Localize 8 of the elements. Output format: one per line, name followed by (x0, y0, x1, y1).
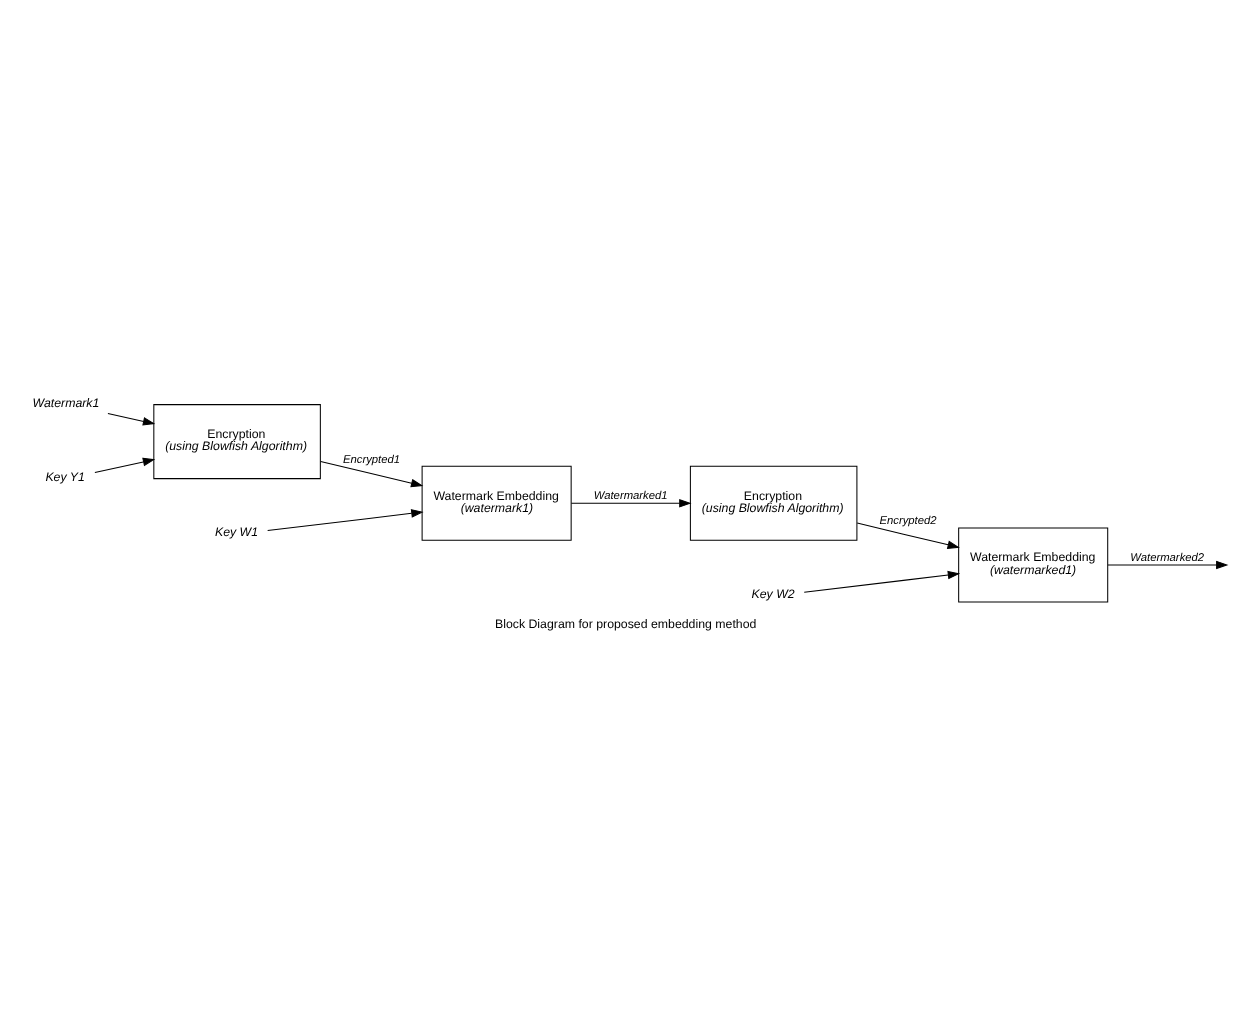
arrow (1107, 559, 1229, 569)
arrow (320, 459, 424, 487)
arrow (94, 456, 156, 473)
arrow (570, 497, 692, 507)
arrow (107, 412, 156, 425)
arrow (267, 508, 424, 531)
arrow (803, 569, 961, 592)
arrow (856, 521, 960, 548)
